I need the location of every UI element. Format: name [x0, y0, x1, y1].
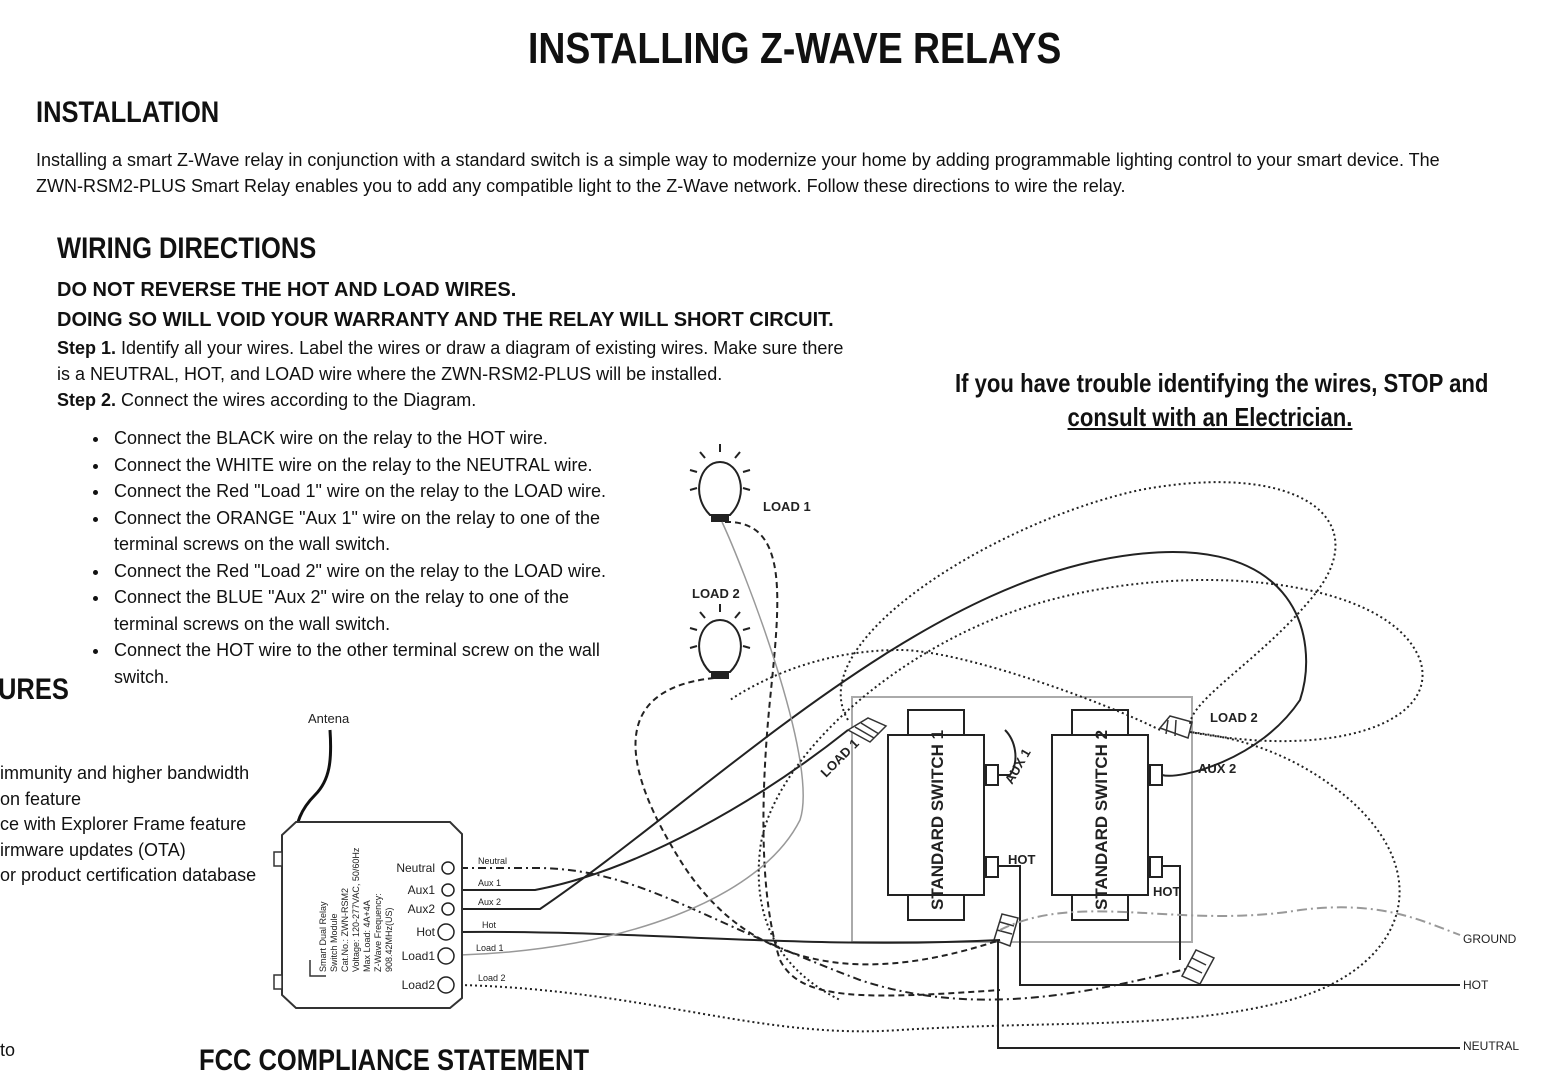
page-title: INSTALLING Z-WAVE RELAYS — [528, 24, 1062, 73]
hot-terminal-label-1: HOT — [1008, 852, 1036, 867]
bulb-load-1-icon — [689, 444, 751, 522]
wire-label: Hot — [482, 920, 497, 930]
wire-label: Load 1 — [476, 943, 504, 953]
relay-info-line: Switch Module — [329, 913, 339, 972]
ground-label: GROUND — [1463, 932, 1517, 946]
bullet-item: Connect the Red "Load 2" wire on the rel… — [110, 558, 627, 585]
wire-label: Neutral — [478, 856, 507, 866]
wire-labels: Neutral Aux 1 Aux 2 Hot Load 1 Load 2 — [476, 856, 507, 983]
bulb-load-2-icon — [689, 604, 751, 679]
neutral-line-label: NEUTRAL — [1463, 1039, 1519, 1053]
bullet-item: Connect the HOT wire to the other termin… — [110, 637, 627, 690]
fcc-heading: FCC COMPLIANCE STATEMENT — [199, 1044, 590, 1077]
step-1-continued: is a NEUTRAL, HOT, and LOAD wire where t… — [57, 364, 723, 384]
standard-switch-1 — [887, 709, 999, 921]
wire-label: Aux 2 — [478, 897, 501, 907]
bullet-item: Connect the Red "Load 1" wire on the rel… — [110, 478, 627, 505]
hot-line-label: HOT — [1463, 978, 1489, 992]
features-list-partial: immunity and higher bandwidth on feature… — [0, 761, 256, 889]
relay-info-line: Max Load: 4A+4A — [362, 900, 372, 972]
terminal-neutral-label: Neutral — [396, 861, 435, 875]
step-1-text: Identify all your wires. Label the wires… — [116, 338, 844, 358]
terminal-load2-icon — [437, 976, 455, 994]
callout-line-1: If you have trouble identifying the wire… — [955, 368, 1489, 398]
warning-line-2: DOING SO WILL VOID YOUR WARRANTY AND THE… — [57, 309, 834, 331]
installation-heading: INSTALLATION — [36, 96, 220, 129]
antenna-wire — [294, 729, 333, 836]
features-bottom-partial: to — [0, 1040, 16, 1060]
terminal-hot-icon — [437, 923, 455, 941]
step-2-label: Step 2. — [57, 390, 117, 410]
wires — [459, 481, 1461, 1049]
step-1-label: Step 1. — [57, 338, 117, 358]
relay-info-line: 908.42MHz(US) — [384, 907, 394, 972]
bullet-item: Connect the WHITE wire on the relay to t… — [110, 452, 627, 479]
terminal-hot-label: Hot — [416, 925, 435, 939]
step-1: Step 1. Identify all your wires. Label t… — [57, 335, 897, 361]
wiring-heading: WIRING DIRECTIONS — [57, 232, 317, 265]
terminal-load2-label: Load2 — [402, 978, 436, 992]
step-2-text: Connect the wires according to the Diagr… — [116, 390, 477, 410]
bullet-item: Connect the ORANGE "Aux 1" wire on the r… — [110, 505, 627, 558]
bullet-list-wrap: Connect the BLACK wire on the relay to t… — [57, 425, 627, 690]
wire-nut-load-1-icon — [846, 717, 888, 743]
relay-info-line: Cat.No.: ZWN-RSM2 — [340, 888, 350, 972]
relay-module — [273, 821, 463, 1009]
aux-1-terminal-label: AUX 1 — [1002, 746, 1034, 787]
relay-info-line: Smart Dual Relay — [318, 901, 328, 972]
wire-nut-load-2-icon — [1158, 715, 1193, 739]
relay-terminals: Neutral Aux1 Aux2 Hot Load1 Load2 — [396, 861, 455, 994]
wire-nut-hot-icon — [993, 913, 1019, 947]
feature-item: irmware updates (OTA) — [0, 839, 186, 860]
wire-label: Aux 1 — [478, 878, 501, 888]
load-1-nut-label: LOAD 1 — [818, 736, 862, 780]
load-1-label: LOAD 1 — [763, 499, 811, 514]
relay-info-text: Smart Dual Relay Switch Module Cat.No.: … — [318, 847, 394, 972]
feature-item: or product certification database — [0, 865, 257, 886]
hot-terminal-label-2: HOT — [1153, 884, 1181, 899]
wire-nut-neutral-icon — [1180, 949, 1216, 985]
load-2-nut-label: LOAD 2 — [1210, 710, 1258, 725]
feature-item: ce with Explorer Frame feature — [0, 814, 247, 835]
switch-2-label: STANDARD SWITCH 2 — [1092, 730, 1111, 910]
features-heading-partial: URES — [0, 673, 69, 706]
relay-info-line: Z-Wave Frequency: — [373, 893, 383, 972]
terminal-load1-icon — [437, 947, 455, 965]
wall-box — [851, 696, 1193, 943]
terminal-neutral-icon — [441, 861, 455, 875]
step-2: Step 2. Connect the wires according to t… — [57, 387, 897, 413]
switch-1-label: STANDARD SWITCH 1 — [928, 730, 947, 910]
load-2-label: LOAD 2 — [692, 586, 740, 601]
relay-info-line: Voltage: 120-277VAC, 50/60Hz — [351, 847, 361, 972]
callout-line-2: consult with an Electrician. — [1067, 402, 1353, 432]
installation-paragraph: Installing a smart Z-Wave relay in conju… — [36, 147, 1516, 199]
steps: Step 1. Identify all your wires. Label t… — [57, 335, 897, 413]
installation-line-1: Installing a smart Z-Wave relay in conju… — [36, 150, 1440, 170]
terminal-aux2-label: Aux2 — [408, 902, 436, 916]
antenna-label: Antena — [308, 711, 350, 726]
bullet-item: Connect the BLACK wire on the relay to t… — [110, 425, 627, 452]
electrician-callout: If you have trouble identifying the wire… — [955, 366, 1489, 434]
terminal-aux1-icon — [441, 883, 455, 897]
aux-2-terminal-label: AUX 2 — [1198, 761, 1236, 776]
feature-item: immunity and higher bandwidth — [0, 763, 250, 783]
bullet-item: Connect the BLUE "Aux 2" wire on the rel… — [110, 584, 627, 637]
feature-item: on feature — [0, 788, 82, 809]
warning-line-1: DO NOT REVERSE THE HOT AND LOAD WIRES. — [57, 279, 517, 301]
terminal-aux1-label: Aux1 — [408, 883, 436, 897]
terminal-aux2-icon — [441, 902, 455, 916]
wire-label: Load 2 — [478, 973, 506, 983]
terminal-load1-label: Load1 — [402, 949, 436, 963]
bullet-list: Connect the BLACK wire on the relay to t… — [57, 425, 627, 690]
installation-line-2: ZWN-RSM2-PLUS Smart Relay enables you to… — [36, 176, 1126, 196]
